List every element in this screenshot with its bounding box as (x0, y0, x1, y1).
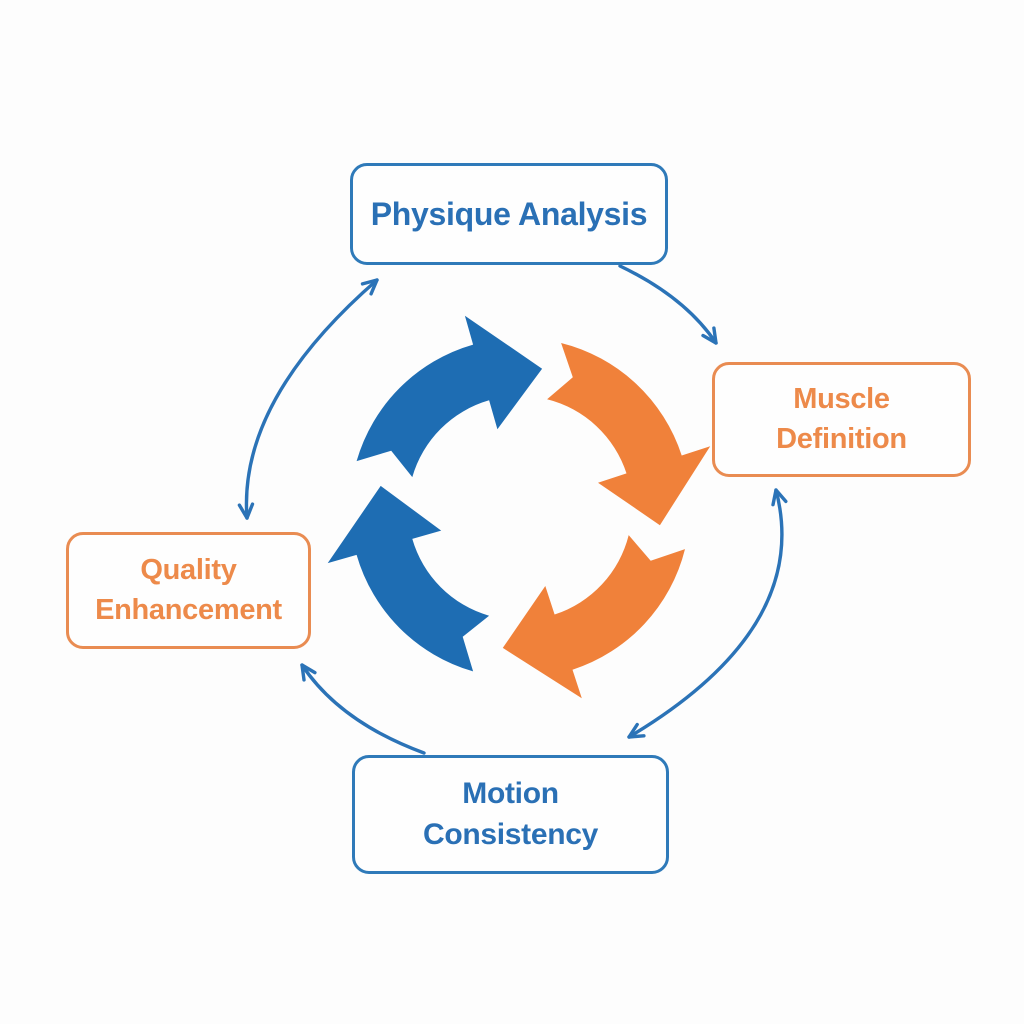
node-motion-consistency: Motion Consistency (352, 755, 669, 874)
cycle-arrow-top-left-icon (356, 315, 543, 478)
node-label-motion-consistency: Motion Consistency (422, 777, 599, 851)
arrowhead-icon (627, 722, 646, 739)
cycle-arrow-bottom-left-icon (327, 485, 490, 672)
connector-quality-enhancement-to-physique-analysis (237, 278, 379, 520)
connector-curve (618, 264, 718, 345)
node-muscle-definition: Muscle Definition (712, 362, 971, 477)
cycle-arrow-top-right-icon (547, 343, 711, 526)
node-quality-enhancement: Quality Enhancement (66, 532, 311, 649)
connector-muscle-definition-to-motion-consistency (627, 488, 788, 739)
cycle-arrow-bottom-right-icon (502, 535, 685, 699)
connector-curve (244, 278, 379, 520)
connector-curve (300, 663, 426, 755)
arrowhead-icon (771, 488, 788, 507)
node-label-physique-analysis: Physique Analysis (370, 195, 648, 232)
arrowhead-icon (701, 326, 718, 345)
connector-physique-analysis-to-muscle-definition (618, 264, 718, 345)
node-label-quality-enhancement: Quality Enhancement (95, 554, 282, 626)
node-label-muscle-definition: Muscle Definition (776, 383, 907, 455)
arrowhead-icon (237, 502, 255, 520)
node-physique-analysis: Physique Analysis (350, 163, 668, 265)
arrowhead-icon (360, 278, 379, 296)
arrowhead-icon (300, 663, 317, 682)
connector-motion-consistency-to-quality-enhancement (300, 663, 426, 755)
connector-curve (627, 488, 784, 739)
